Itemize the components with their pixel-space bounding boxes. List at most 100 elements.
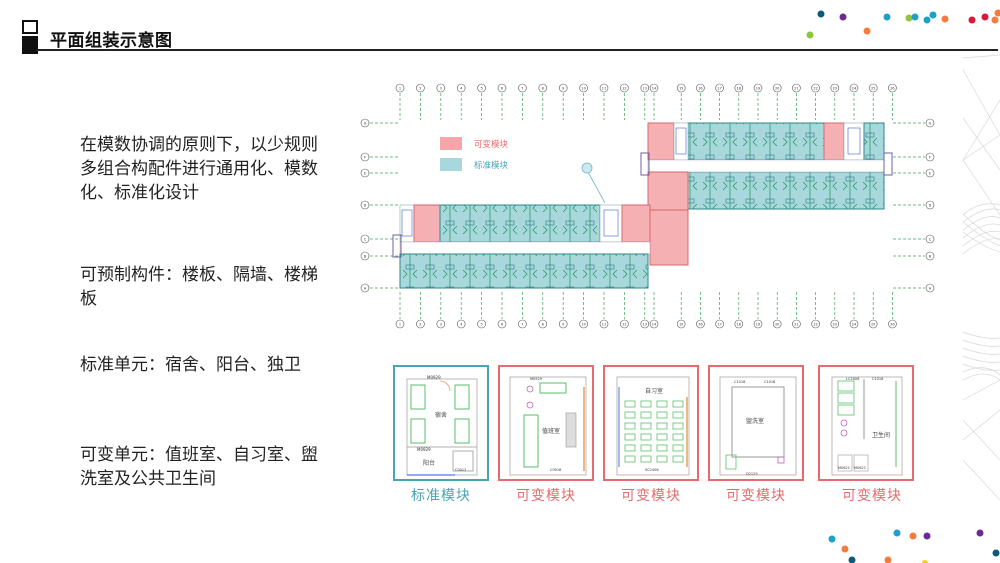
grid-bubble-col-14 [649, 319, 659, 329]
grid-bubble-col-26 [888, 83, 897, 93]
grid-bubble-col-25 [868, 83, 878, 93]
grid-label-col: 26 [890, 87, 894, 91]
grid-bubble-col-24 [849, 83, 859, 93]
grid-bubble-row-E [925, 168, 935, 178]
grid-label-col: 2 [419, 323, 421, 327]
desk-icon [640, 444, 652, 452]
svg-text:D2129: D2129 [746, 472, 758, 476]
desk-icon [672, 455, 684, 463]
svg-text:SC2406: SC2406 [645, 468, 659, 472]
grid-label-col: 6 [501, 87, 503, 91]
grid-label-col: 3 [440, 323, 442, 327]
callout-marker-icon [581, 162, 593, 174]
grid-label-row: F [929, 156, 931, 160]
grid-bubble-col-11 [599, 319, 609, 329]
grid-bubble-col-5 [477, 83, 486, 93]
variable-module-caption: 可变模块 [842, 488, 902, 504]
bottom-right-dots-icon [828, 529, 1000, 563]
grid-label-col: 18 [737, 323, 741, 327]
grid-bubble-col-19 [753, 319, 763, 329]
grid-bubble-col-17 [715, 319, 724, 329]
grid-bubble-row-A [925, 283, 935, 293]
grid-bubble-col-15 [676, 319, 686, 329]
grid-label-col: 3 [440, 87, 442, 91]
grid-label-row: C [929, 238, 932, 242]
grid-bubble-row-C [360, 234, 370, 244]
desk-icon [640, 411, 652, 419]
variable-module-caption: 可变模块 [516, 488, 576, 504]
grid-bubble-col-7 [518, 319, 527, 329]
desk-icon [624, 422, 636, 430]
grid-bubble-col-4 [456, 319, 466, 329]
header-divider [36, 49, 998, 51]
room-label-washroom: 盥洗室 [746, 417, 764, 425]
svg-text:M0621: M0621 [854, 466, 866, 470]
desk-icon [672, 433, 684, 441]
grid-label-col: 17 [717, 323, 721, 327]
grid-label-row: B [364, 255, 367, 259]
legend-swatch-standard [440, 158, 462, 171]
grid-label-col: 24 [852, 323, 857, 327]
desk-icon [656, 400, 668, 408]
grid-label-col: 22 [813, 87, 817, 91]
desk-icon [656, 411, 668, 419]
study-room-module-card: 自习室 SC2406 [603, 365, 699, 481]
grid-bubble-col-21 [792, 83, 801, 93]
grid-label-col: 13 [643, 323, 647, 327]
grid-bubble-col-2 [416, 83, 425, 93]
grid-label-col: 24 [852, 87, 857, 91]
desk-icon [656, 455, 668, 463]
grid-label-col: 16 [698, 87, 702, 91]
grid-bubble-col-8 [538, 83, 548, 93]
grid-label-row: C [364, 238, 367, 242]
svg-text:C1018: C1018 [872, 377, 883, 381]
grid-bubble-col-3 [436, 83, 446, 93]
grid-bubble-row-D [925, 200, 935, 210]
standard-module-block [687, 122, 825, 161]
grid-bubble-col-6 [497, 83, 507, 93]
room-label-duty: 值班室 [542, 427, 560, 435]
standard-units-text: 标准单元：宿舍、阳台、独卫 [80, 355, 301, 375]
grid-label-col: 20 [775, 323, 779, 327]
grid-label-col: 19 [756, 87, 760, 91]
variable-units-text: 可变单元：值班室、自习室、盥洗室及公共卫生间 [80, 445, 318, 489]
grid-bubble-col-7 [518, 83, 527, 93]
grid-label-col: 11 [602, 87, 606, 91]
grid-bubble-col-19 [753, 83, 763, 93]
grid-bubble-col-10 [579, 319, 588, 329]
grid-label-col: 16 [698, 323, 702, 327]
desk-icon [672, 400, 684, 408]
grid-label-col: 4 [460, 323, 463, 327]
grid-label-col: 18 [737, 87, 741, 91]
standard-module-block [687, 171, 885, 210]
standard-module-card: M0929 M0929 C0412 宿舍 阳台 [393, 365, 489, 481]
grid-bubble-col-17 [715, 83, 724, 93]
grid-bubble-col-21 [792, 319, 801, 329]
grid-bubble-col-9 [558, 83, 568, 93]
grid-label-col: 5 [480, 87, 482, 91]
grid-label-col: 13 [643, 87, 647, 91]
grid-bubble-col-23 [830, 83, 840, 93]
grid-label-col: 23 [833, 87, 837, 91]
variable-module-block [621, 204, 651, 243]
grid-label-row: E [929, 172, 931, 176]
grid-bubble-col-4 [456, 83, 466, 93]
grid-label-col: 2 [419, 87, 421, 91]
grid-label-col: 7 [521, 87, 523, 91]
prefab-components-text: 可预制构件：楼板、隔墙、楼梯板 [80, 265, 318, 309]
grid-bubble-col-12 [620, 319, 629, 329]
axis-grid: 1122334455667788991010111112121313141415… [360, 83, 935, 329]
grid-bubble-col-16 [696, 319, 705, 329]
desk-icon [640, 433, 652, 441]
grid-label-col: 9 [562, 323, 564, 327]
grid-bubble-row-B [360, 251, 370, 261]
grid-bubble-row-D [360, 200, 370, 210]
grid-bubble-col-18 [734, 83, 744, 93]
svg-text:LC1806: LC1806 [846, 377, 859, 381]
desk-icon [672, 411, 684, 419]
grid-label-col: 15 [679, 87, 683, 91]
variable-module-block [647, 122, 675, 161]
public-toilet-module-card: LC1806 C1018 卫生间 M0621 M0621 [818, 365, 914, 481]
grid-bubble-row-F [925, 152, 935, 162]
grid-bubble-col-5 [477, 319, 486, 329]
